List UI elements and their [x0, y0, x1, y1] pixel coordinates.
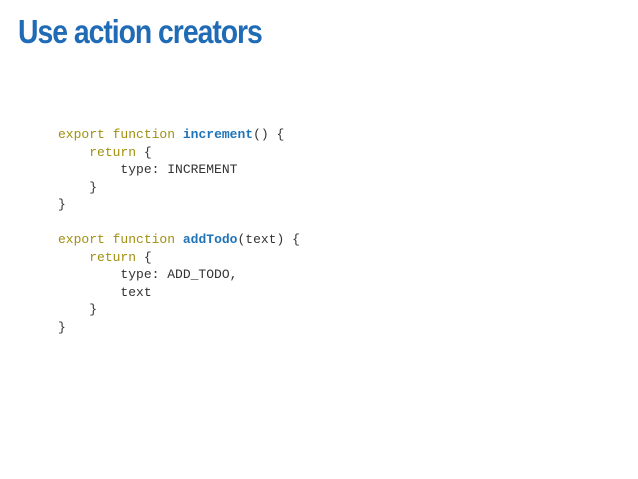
code-line: type: ADD_TODO,: [58, 266, 300, 284]
code-line: }: [58, 179, 300, 197]
return-brace-open: {: [136, 144, 152, 160]
code-line: }: [58, 319, 300, 337]
function-brace-close: }: [58, 197, 66, 212]
code-line: }: [58, 196, 300, 214]
return-brace-close: }: [89, 179, 98, 195]
return-brace-open: {: [136, 249, 152, 265]
function-name: addTodo: [182, 232, 238, 247]
code-line: export function increment() {: [58, 126, 300, 144]
code-line: return {: [58, 144, 300, 162]
keyword-function: function: [112, 232, 176, 247]
code-line: text: [58, 284, 300, 302]
code-line: }: [58, 301, 300, 319]
code-block: export function increment() { return { t…: [58, 126, 300, 336]
keyword-export: export: [58, 127, 105, 142]
code-line: export function addTodo(text) {: [58, 231, 300, 249]
text-property: text: [120, 284, 152, 300]
keyword-function: function: [112, 127, 176, 142]
keyword-return: return: [89, 249, 137, 265]
function-signature: () {: [253, 127, 285, 142]
slide-title: Use action creators: [18, 13, 263, 50]
type-property: type: INCREMENT: [120, 162, 238, 177]
function-signature: (text) {: [237, 232, 300, 247]
keyword-return: return: [89, 144, 137, 160]
type-property: type: ADD_TODO,: [120, 267, 238, 282]
code-blank-line: [58, 214, 300, 232]
code-line: type: INCREMENT: [58, 161, 300, 179]
function-name: increment: [182, 127, 254, 142]
code-line: return {: [58, 249, 300, 267]
return-brace-close: }: [89, 302, 98, 317]
function-brace-close: }: [58, 319, 66, 335]
keyword-export: export: [58, 232, 105, 247]
